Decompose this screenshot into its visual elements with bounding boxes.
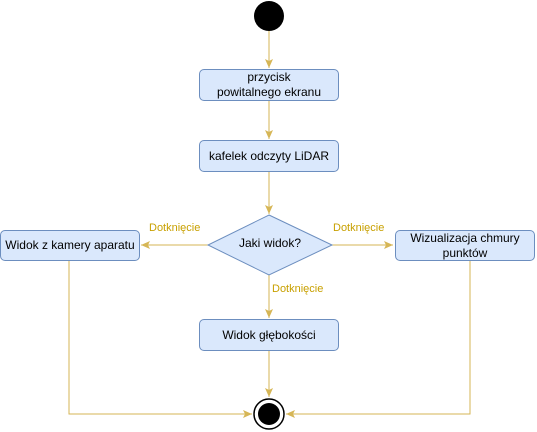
node-camera-view-label: Widok z kamery aparatu: [5, 238, 135, 252]
node-lidar-tile: kafelek odczyty LiDAR: [199, 140, 339, 172]
edge-pointcloud-to-end: [286, 261, 471, 418]
start-node: [254, 1, 284, 31]
node-pointcloud-view: Wizualizacja chmury punktów: [395, 230, 535, 261]
node-pointcloud-view-label: Wizualizacja chmury punktów: [410, 230, 520, 260]
edge-label-to-depth: Dotknięcie: [272, 283, 324, 296]
edge-camera-to-end: [68, 261, 252, 418]
node-welcome-button-label: przycisk powitalnego ekranu: [216, 70, 322, 99]
node-depth-view-label: Widok głębokości: [222, 327, 316, 342]
node-camera-view: Widok z kamery aparatu: [0, 230, 140, 261]
decision-label: Jaki widok?: [238, 236, 302, 250]
node-welcome-button: przycisk powitalnego ekranu: [199, 69, 339, 101]
node-depth-view: Widok głębokości: [199, 319, 339, 351]
edge-label-to-camera: Dotknięcie: [149, 222, 201, 235]
edge-label-to-pointcloud: Dotknięcie: [333, 222, 385, 235]
node-lidar-tile-label: kafelek odczyty LiDAR: [208, 148, 330, 163]
end-node-core: [258, 403, 280, 425]
decision-diamond: [206, 214, 334, 276]
